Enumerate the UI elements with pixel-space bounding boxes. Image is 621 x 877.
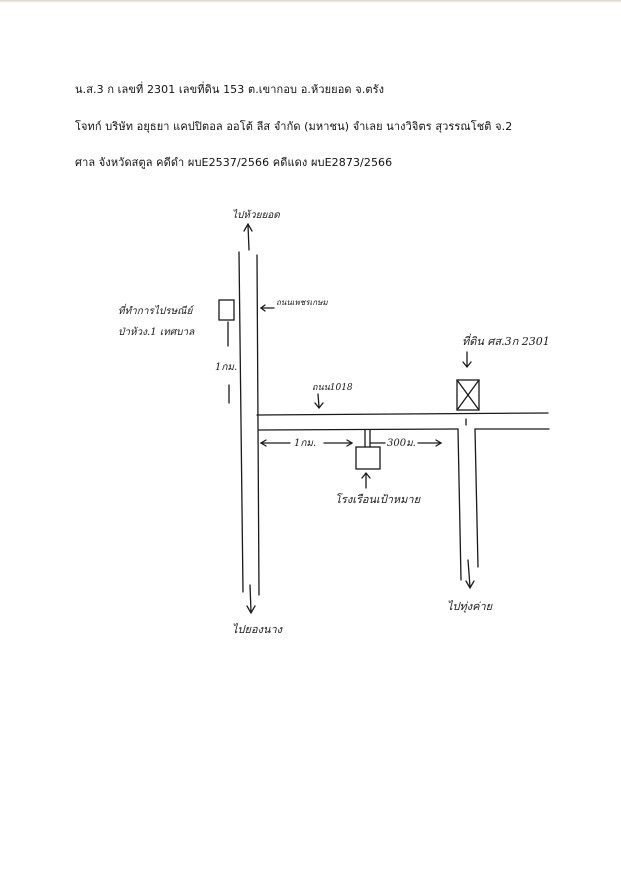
label-main-road: ถนนเพชรเกษม bbox=[276, 298, 328, 307]
house-label-arrow-head bbox=[361, 471, 371, 479]
label-left-distance: 1กม. bbox=[215, 362, 238, 373]
land-parcel-box bbox=[456, 379, 480, 411]
house-box bbox=[355, 446, 381, 470]
label-to-trang: ไปทุ่งค่าย bbox=[447, 600, 493, 613]
highway-label-arrow-head bbox=[314, 402, 324, 410]
main-road-right-edge bbox=[256, 254, 260, 596]
scan-top-edge bbox=[0, 0, 621, 3]
label-post-office-line2: ป่าห้วง.1 เทศบาล bbox=[118, 327, 195, 338]
side-road-top-edge bbox=[256, 412, 549, 416]
arrow-up-shaft bbox=[247, 224, 250, 251]
highway-label-arrow bbox=[317, 393, 320, 408]
dim-300m-right-arrow bbox=[435, 439, 443, 447]
label-distance-1km: 1กม. bbox=[294, 438, 317, 449]
dim-1km-right-arrow bbox=[346, 439, 354, 447]
branch-road-right-edge bbox=[474, 428, 479, 568]
arrow-down-shaft bbox=[249, 584, 252, 613]
arrow-down-head bbox=[246, 605, 256, 615]
label-to-nakhon: ไปยองนาง bbox=[232, 623, 283, 636]
main-road-left-edge bbox=[238, 251, 244, 593]
label-target-house: โรงเรือนเป้าหมาย bbox=[335, 493, 421, 506]
document-land-title-line: น.ส.3 ก เลขที่ 2301 เลขที่ดิน 153 ต.เขาก… bbox=[75, 83, 385, 96]
label-land-parcel: ที่ดิน ศส.3ก 2301 bbox=[462, 335, 550, 348]
label-distance-300m: 300ม. bbox=[387, 438, 416, 449]
land-label-arrow-head bbox=[462, 361, 472, 369]
label-highway-1018: ถนน1018 bbox=[312, 383, 353, 393]
land-parcel-cross-b bbox=[456, 379, 480, 411]
branch-arrow-shaft bbox=[467, 559, 471, 588]
road-label-arrow-head bbox=[259, 304, 266, 312]
side-road-bottom-edge bbox=[258, 428, 459, 431]
branch-arrow-head bbox=[465, 580, 475, 590]
label-post-office-line1: ที่ทำการไปรษณีย์ bbox=[118, 306, 193, 317]
label-to-huai-yot: ไปห้วยยอด bbox=[232, 210, 280, 221]
document-court-case-line: ศาล จังหวัดสตูล คดีดำ ผบE2537/2566 คดีแด… bbox=[75, 156, 393, 169]
document-parties-line: โจทก์ บริษัท อยุธยา แคปปิตอล ออโต้ ลีส จ… bbox=[75, 120, 513, 133]
branch-road-left-edge bbox=[457, 428, 462, 581]
arrow-up-head bbox=[243, 222, 253, 232]
post-office-box bbox=[218, 299, 235, 321]
